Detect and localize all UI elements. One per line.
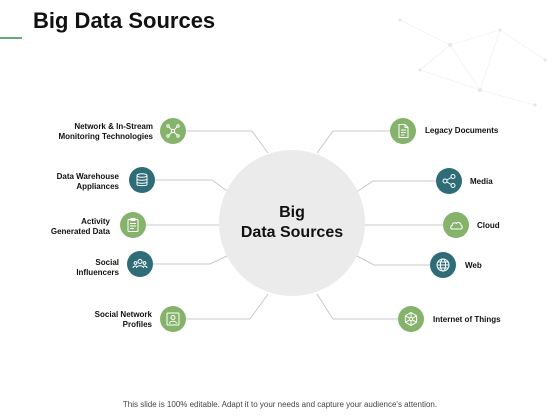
label-web: Web xyxy=(465,261,482,270)
connector-right-5 xyxy=(316,293,398,320)
big-data-hub: Big Data Sources xyxy=(219,150,365,296)
connector-right-1 xyxy=(316,130,390,154)
node-web[interactable] xyxy=(430,252,456,278)
label-cloud: Cloud xyxy=(477,221,500,230)
node-media[interactable] xyxy=(436,168,462,194)
title-accent-line xyxy=(0,37,22,39)
globe-icon xyxy=(436,258,450,272)
node-social-influencers[interactable] xyxy=(127,251,153,277)
node-legacy-documents[interactable] xyxy=(390,118,416,144)
label-data-warehouse: Data Warehouse Appliances xyxy=(56,172,119,191)
label-activity-data: Activity Generated Data xyxy=(50,217,110,236)
connector-left-2 xyxy=(155,179,231,194)
label-internet-of-things: Internet of Things xyxy=(433,315,501,324)
connector-left-4 xyxy=(153,254,230,265)
node-cloud[interactable] xyxy=(443,212,469,238)
label-media: Media xyxy=(470,177,493,186)
label-legacy-documents: Legacy Documents xyxy=(425,126,499,135)
connector-left-5 xyxy=(186,293,269,320)
share-icon xyxy=(442,174,456,188)
document-icon xyxy=(398,124,409,138)
slide-title: Big Data Sources xyxy=(33,8,216,33)
clipboard-icon xyxy=(127,218,139,232)
people-icon xyxy=(132,259,148,269)
label-social-profiles: Social Network Profiles xyxy=(94,310,152,329)
label-social-influencers: Social Influencers xyxy=(76,258,119,277)
profile-icon xyxy=(166,312,180,326)
node-network-monitoring[interactable] xyxy=(160,118,186,144)
node-data-warehouse[interactable] xyxy=(129,167,155,193)
node-social-profiles[interactable] xyxy=(160,306,186,332)
label-network-monitoring: Network & In-Stream Monitoring Technolog… xyxy=(58,122,153,141)
network-icon xyxy=(166,124,180,138)
node-activity-data[interactable] xyxy=(120,212,146,238)
connector-right-4 xyxy=(354,254,430,266)
hub-label: Big Data Sources xyxy=(240,204,344,241)
connector-right-2 xyxy=(354,180,436,194)
node-internet-of-things[interactable] xyxy=(398,306,424,332)
connector-left-1 xyxy=(187,130,269,154)
network-decoration xyxy=(398,18,547,107)
database-icon xyxy=(136,173,148,187)
footer-note: This slide is 100% editable. Adapt it to… xyxy=(122,400,438,409)
iot-icon xyxy=(404,311,418,327)
cloud-icon xyxy=(450,221,463,230)
